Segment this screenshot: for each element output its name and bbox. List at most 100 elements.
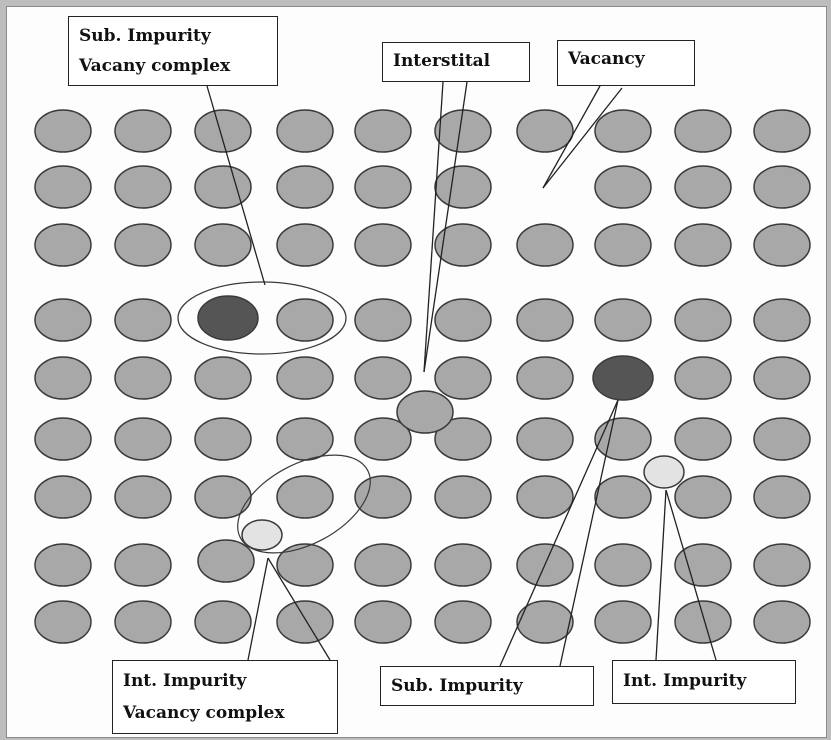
host-atom bbox=[195, 166, 251, 208]
host-atom bbox=[435, 299, 491, 341]
host-atom bbox=[277, 544, 333, 586]
host-atom bbox=[355, 299, 411, 341]
host-atom bbox=[277, 166, 333, 208]
host-atom bbox=[277, 357, 333, 399]
sub-impurity-atom bbox=[198, 296, 258, 340]
host-atom bbox=[675, 601, 731, 643]
host-atom bbox=[115, 224, 171, 266]
host-atom bbox=[35, 544, 91, 586]
host-atom bbox=[355, 601, 411, 643]
host-atom bbox=[675, 299, 731, 341]
host-atom bbox=[435, 476, 491, 518]
host-atom bbox=[115, 476, 171, 518]
host-atom bbox=[35, 299, 91, 341]
host-atom bbox=[435, 110, 491, 152]
host-atom bbox=[198, 540, 254, 582]
host-atom bbox=[355, 110, 411, 152]
host-atom bbox=[355, 476, 411, 518]
host-atom bbox=[355, 224, 411, 266]
host-atom bbox=[35, 418, 91, 460]
label-int-impurity-vacancy-complex: Int. Impurity Vacancy complex bbox=[112, 660, 338, 734]
host-atom bbox=[277, 224, 333, 266]
label-line-2: Vacancy complex bbox=[123, 697, 327, 729]
host-atom bbox=[277, 476, 333, 518]
host-atom bbox=[355, 544, 411, 586]
host-atom bbox=[595, 110, 651, 152]
host-atom bbox=[595, 299, 651, 341]
host-atom bbox=[277, 418, 333, 460]
host-atom bbox=[435, 601, 491, 643]
interstitial-atom bbox=[397, 391, 453, 433]
host-atom bbox=[517, 357, 573, 399]
host-atom bbox=[355, 166, 411, 208]
sub-impurity-atom bbox=[593, 356, 653, 400]
int-impurity-atom bbox=[644, 456, 684, 488]
host-atom bbox=[754, 544, 810, 586]
host-atom bbox=[35, 601, 91, 643]
host-atom bbox=[115, 166, 171, 208]
host-atom bbox=[435, 357, 491, 399]
host-atom bbox=[35, 166, 91, 208]
label-sub-impurity: Sub. Impurity bbox=[380, 666, 594, 706]
host-atom bbox=[35, 357, 91, 399]
host-atom bbox=[115, 110, 171, 152]
host-atom bbox=[195, 476, 251, 518]
host-atom bbox=[595, 476, 651, 518]
host-atom bbox=[517, 110, 573, 152]
host-atom bbox=[435, 166, 491, 208]
host-atom bbox=[277, 299, 333, 341]
host-atom bbox=[754, 299, 810, 341]
host-atom bbox=[595, 418, 651, 460]
host-atom bbox=[754, 110, 810, 152]
label-sub-impurity-vacancy-complex: Sub. Impurity Vacany complex bbox=[68, 16, 278, 86]
host-atom bbox=[754, 357, 810, 399]
host-atom bbox=[195, 224, 251, 266]
label-line-1: Int. Impurity bbox=[123, 665, 327, 697]
host-atom bbox=[35, 224, 91, 266]
host-atom bbox=[517, 224, 573, 266]
host-atom bbox=[435, 544, 491, 586]
host-atom bbox=[355, 357, 411, 399]
label-int-impurity: Int. Impurity bbox=[612, 660, 796, 704]
host-atom bbox=[195, 110, 251, 152]
host-atom bbox=[35, 476, 91, 518]
host-atom bbox=[115, 601, 171, 643]
host-atom bbox=[595, 224, 651, 266]
host-atom bbox=[277, 601, 333, 643]
host-atom bbox=[115, 299, 171, 341]
label-vacancy: Vacancy bbox=[557, 40, 695, 86]
host-atom bbox=[595, 601, 651, 643]
label-line-2: Vacany complex bbox=[79, 51, 267, 81]
host-atom bbox=[595, 166, 651, 208]
host-atom bbox=[517, 476, 573, 518]
host-atom bbox=[517, 299, 573, 341]
host-atom bbox=[675, 357, 731, 399]
host-atom bbox=[115, 357, 171, 399]
host-atom bbox=[754, 224, 810, 266]
pointer-line bbox=[656, 490, 666, 660]
host-atom bbox=[195, 601, 251, 643]
host-atom bbox=[675, 110, 731, 152]
host-atom bbox=[675, 166, 731, 208]
int-impurity-atom bbox=[242, 520, 282, 550]
host-atom bbox=[754, 476, 810, 518]
host-atom bbox=[195, 357, 251, 399]
host-atom bbox=[754, 166, 810, 208]
host-atom bbox=[277, 110, 333, 152]
host-atom bbox=[675, 224, 731, 266]
host-atom bbox=[754, 601, 810, 643]
host-atom bbox=[595, 544, 651, 586]
label-interstitial: Interstital bbox=[382, 42, 530, 82]
host-atom bbox=[115, 544, 171, 586]
host-atom bbox=[675, 476, 731, 518]
host-atom bbox=[675, 418, 731, 460]
host-atom bbox=[35, 110, 91, 152]
host-atom bbox=[517, 418, 573, 460]
host-atom bbox=[754, 418, 810, 460]
pointer-line bbox=[248, 558, 268, 660]
label-line-1: Sub. Impurity bbox=[79, 21, 267, 51]
host-atom bbox=[115, 418, 171, 460]
host-atom bbox=[195, 418, 251, 460]
